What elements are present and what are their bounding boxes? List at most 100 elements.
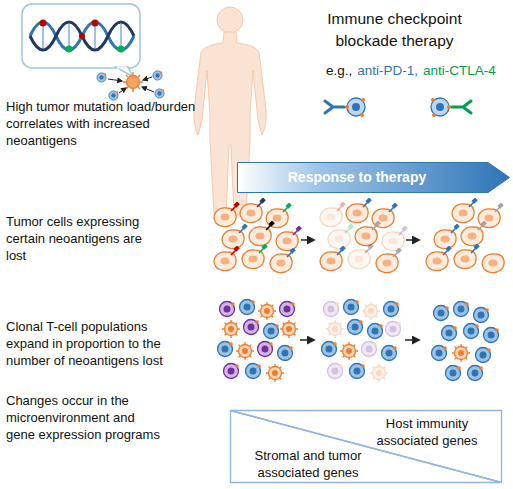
progress-arrow	[300, 339, 314, 341]
node-text: Response to therapy	[237, 162, 477, 193]
t-cell	[384, 302, 399, 317]
therapy-heading: Immune checkpoint blockade therapy	[312, 8, 477, 52]
step-description: Changes occur in the microenvironment an…	[6, 392, 166, 443]
t-cell	[220, 302, 235, 317]
tumor-cell-group	[426, 197, 504, 272]
neoantigen	[293, 225, 302, 235]
anti-pd1-antibody	[325, 101, 344, 113]
neoantigen	[393, 247, 402, 257]
t-cell	[280, 320, 298, 338]
arrow-shape	[238, 163, 510, 193]
t-cell	[264, 324, 279, 339]
mutation-dot	[118, 46, 125, 53]
tumor-cell	[452, 204, 474, 223]
example-line: e.g.,anti-PD-1,anti-CTLA-4	[326, 62, 501, 79]
t-cell	[454, 302, 469, 317]
tumor-cell	[240, 204, 262, 223]
tumor-cell	[249, 227, 271, 246]
t-cell-faded	[326, 320, 344, 338]
step-description: Clonal T-cell populations expand in prop…	[6, 318, 188, 369]
progress-arrow	[301, 239, 314, 241]
tumor-cell	[320, 252, 342, 271]
tumor-cell-lost	[382, 232, 404, 251]
drug-name: anti-PD-1,	[357, 63, 418, 78]
neoantigen	[365, 243, 374, 253]
neoantigen	[287, 247, 296, 257]
t-cell-receptor	[432, 113, 436, 117]
t-cell	[155, 89, 164, 98]
t-cell	[218, 342, 233, 357]
neoantigen	[337, 201, 346, 211]
node-text: Stromal and tumor associated genes	[242, 447, 374, 481]
t-cell-receptor	[361, 98, 365, 102]
tumor-cell	[376, 254, 398, 273]
dna-callout-box	[22, 4, 140, 68]
anti-ctla4-antibody	[452, 101, 471, 113]
t-cell	[434, 306, 449, 321]
t-cell	[246, 364, 261, 379]
t-cell-group	[218, 300, 299, 383]
t-cell-faded	[386, 322, 401, 337]
tumor-cell	[355, 227, 377, 246]
drug-name: anti-CTLA-4	[423, 63, 496, 78]
t-cell	[476, 348, 491, 363]
t-cell	[348, 320, 363, 335]
t-cell	[280, 302, 295, 317]
t-cell	[464, 324, 479, 339]
neoantigen	[495, 202, 504, 212]
mutation-dot	[40, 20, 47, 27]
triangle-shape	[231, 411, 502, 483]
t-cell	[340, 342, 358, 360]
t-cell	[484, 328, 499, 343]
tumor-cell-lost	[320, 208, 342, 227]
t-cell	[474, 308, 489, 323]
t-cell	[240, 300, 255, 315]
neoantigen	[266, 220, 275, 230]
neoantigen	[257, 197, 266, 207]
dna-strand	[30, 22, 134, 50]
mutation-dot	[66, 46, 73, 53]
tumor-cell	[276, 232, 298, 251]
attack-arrow	[108, 79, 122, 81]
neoantigen	[478, 220, 487, 230]
node-text: Host immunity associated genes	[366, 415, 488, 449]
step-description: High tumor mutation load/burden correlat…	[6, 98, 206, 149]
t-cell	[258, 302, 276, 320]
neoantigen	[283, 202, 292, 212]
t-cell	[236, 342, 254, 360]
mutation-dot	[92, 20, 99, 27]
tumor-cell	[461, 227, 483, 246]
neoantigen	[231, 201, 240, 211]
t-cell-faded	[370, 364, 388, 382]
t-cell	[432, 346, 447, 361]
progress-arrow	[405, 339, 419, 341]
t-cell	[109, 91, 118, 100]
t-cell	[222, 320, 240, 338]
tumor-cell	[127, 76, 140, 89]
t-cell	[97, 73, 106, 82]
t-cell	[382, 346, 397, 361]
t-cell	[224, 364, 239, 379]
t-cell	[468, 366, 483, 381]
dna-rung	[42, 24, 44, 48]
tumor-cell	[222, 230, 244, 249]
tumor-cell-lost	[328, 230, 350, 249]
t-cell	[344, 300, 359, 315]
t-cell	[266, 364, 284, 382]
t-cell	[442, 326, 457, 341]
callout-join	[117, 67, 127, 69]
tumor-cell	[426, 252, 448, 271]
checkpoint-receptor	[345, 105, 349, 109]
neoantigen	[451, 223, 460, 233]
t-cell-faded	[328, 364, 343, 379]
tumor-cell-group	[320, 197, 408, 272]
tumor-cell	[454, 250, 476, 269]
neoantigen	[399, 225, 408, 235]
neoantigen	[239, 223, 248, 233]
human-head	[217, 7, 243, 33]
attack-arrow	[142, 87, 154, 92]
triangle-shape	[231, 411, 502, 483]
t-cell-receptor	[431, 98, 435, 102]
gene-triangle: Stromal and tumor associated genes	[230, 410, 502, 483]
